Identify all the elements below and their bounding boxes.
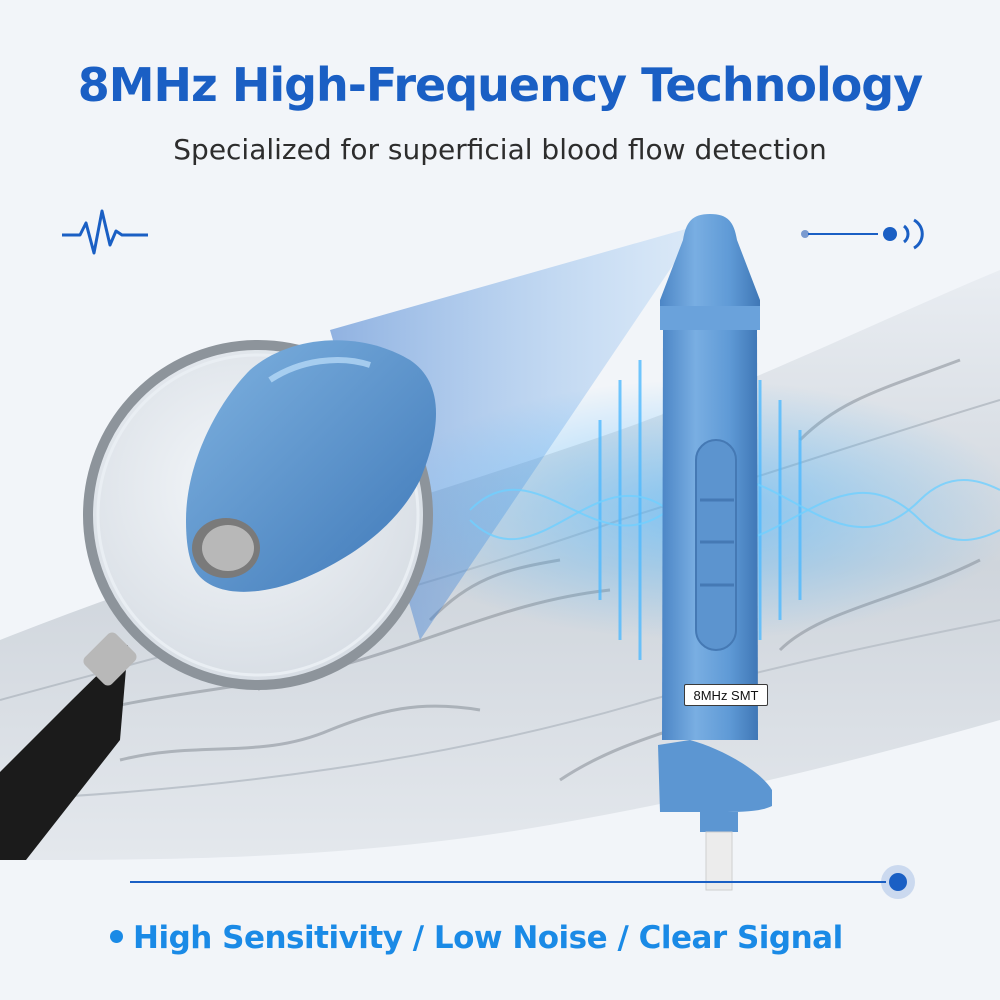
feature-tagline-text: High Sensitivity / Low Noise / Clear Sig… <box>133 920 843 956</box>
feature-tagline: High Sensitivity / Low Noise / Clear Sig… <box>110 920 910 956</box>
subheadline: Specialized for superficial blood flow d… <box>173 133 827 166</box>
signal-wave-icon <box>801 218 924 250</box>
heartbeat-pulse-icon <box>62 209 148 255</box>
bullet-icon <box>110 930 123 943</box>
probe-model-label: 8MHz SMT <box>684 684 768 706</box>
headline: 8MHz High-Frequency Technology <box>77 58 923 112</box>
